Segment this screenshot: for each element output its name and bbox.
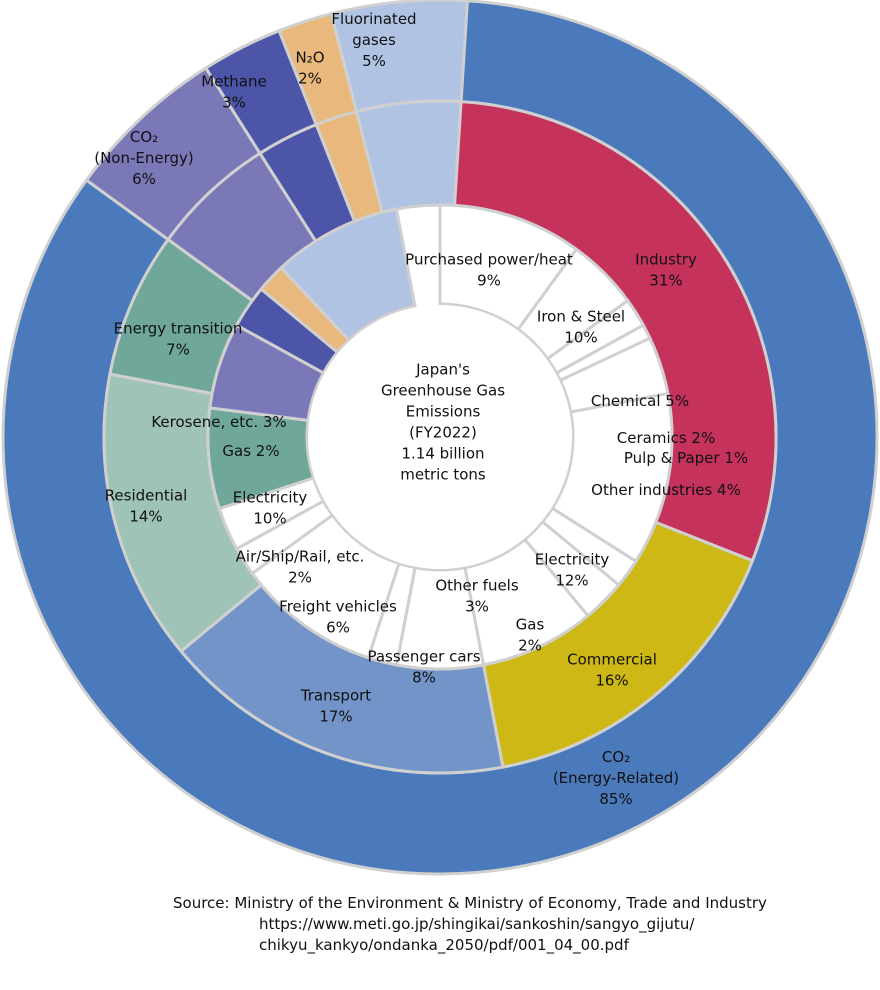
subsector-label-gas-2: Gas 2% — [222, 442, 279, 460]
subsector-label-chemical-5: Chemical 5% — [591, 392, 689, 410]
center-hole — [308, 305, 572, 569]
source-url-line-1: https://www.meti.go.jp/shingikai/sankosh… — [259, 915, 695, 933]
slices — [1, 0, 879, 876]
gas-label-co: CO₂(Energy-Related)85% — [553, 748, 679, 808]
subsector-label-kerosene-etc-3: Kerosene, etc. 3% — [151, 413, 286, 431]
ghg-emissions-sunburst-chart: CO₂(Energy-Related)85% CO₂(Non-Energy)6%M… — [1, 0, 879, 876]
subsector-label-air-ship-rail-etc: Air/Ship/Rail, etc.2% — [236, 548, 365, 587]
subsector-slice-purchased-power-heat — [279, 207, 417, 342]
gas-label-co: CO₂(Non-Energy)6% — [94, 128, 194, 188]
subsector-label-ceramics-2: Ceramics 2% — [617, 429, 715, 447]
slice-labels: CO₂(Energy-Related)85% CO₂(Non-Energy)6%M… — [94, 10, 748, 808]
subsector-label-other-industries-4: Other industries 4% — [591, 481, 741, 499]
source-note: Source: Ministry of the Environment & Mi… — [173, 893, 767, 956]
subsector-label-pulp-paper-1: Pulp & Paper 1% — [624, 449, 748, 467]
source-url-line-2: chikyu_kankyo/ondanka_2050/pdf/001_04_00… — [259, 936, 629, 954]
source-line-1: Source: Ministry of the Environment & Mi… — [173, 894, 767, 912]
